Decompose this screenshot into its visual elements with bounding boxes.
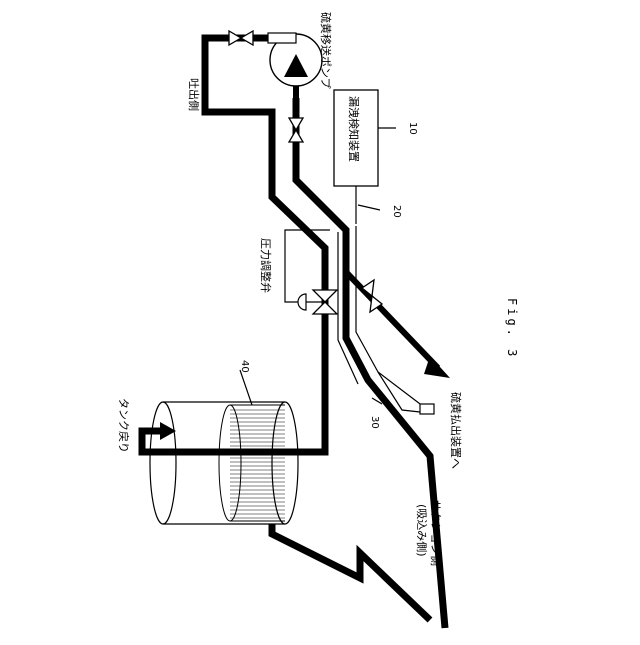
suction-side-sub-label: (吸込み側) <box>415 504 428 557</box>
ref-40: 40 <box>239 360 250 373</box>
storage-tank <box>150 370 298 524</box>
ref-30: 30 <box>369 416 380 429</box>
discharge-valve <box>229 31 241 45</box>
ref-20: 20 <box>391 205 402 218</box>
pump-label: 硫黄移送ポンプ <box>319 12 333 89</box>
suction-side-label: サクション側 <box>429 500 442 566</box>
figure-caption: Fig. 3 <box>505 298 519 359</box>
discharge-side-label: 吐出側 <box>187 78 201 111</box>
tank-return-label: タンク戻り <box>117 398 130 453</box>
sensor-terminal <box>420 404 434 414</box>
tank-leader-line <box>240 370 252 405</box>
outlet-destination-label: 硫黄払出装置へ <box>449 392 463 469</box>
outlet-branch-pipe <box>346 272 438 368</box>
pressure-regulator-label: 圧力調整弁 <box>259 238 273 293</box>
pressure-regulating-valve <box>285 230 337 314</box>
pump-inlet-valve <box>289 118 303 130</box>
leak-detector-label: 漏洩検知装置 <box>347 96 361 162</box>
suction-pipe <box>272 524 430 620</box>
transfer-pump <box>268 33 322 98</box>
ref-10: 10 <box>407 122 418 135</box>
